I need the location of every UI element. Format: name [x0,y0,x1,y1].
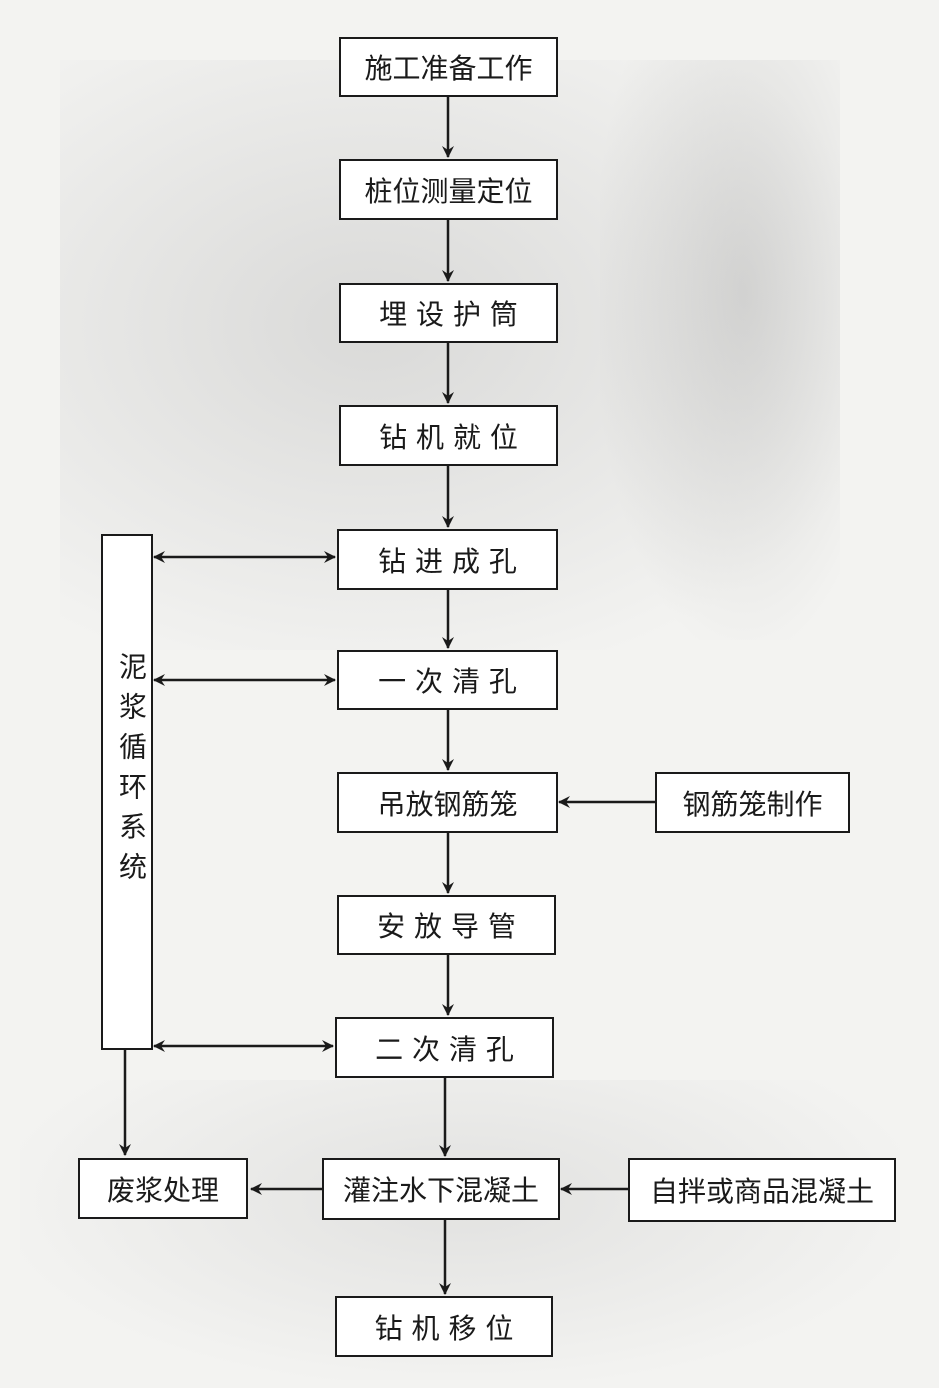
mud-system-label: 泥浆循环系统 [115,652,148,892]
step-rig-position: 钻 机 就 位 [339,405,558,466]
step-label: 一 次 清 孔 [378,665,517,698]
step-construction-prep: 施工准备工作 [339,37,558,97]
mud-circulation-system: 泥浆循环系统 [101,534,153,1050]
cage-fabrication: 钢筋笼制作 [655,772,850,833]
step-first-cleaning: 一 次 清 孔 [337,650,558,710]
waste-slurry-treatment: 废浆处理 [78,1158,248,1219]
step-label: 施工准备工作 [364,52,533,85]
step-pile-survey: 桩位测量定位 [339,159,558,220]
step-label: 二 次 清 孔 [375,1032,514,1066]
cage-label: 钢筋笼制作 [682,787,823,821]
concrete-source: 自拌或商品混凝土 [628,1158,896,1222]
step-label: 桩位测量定位 [364,174,533,208]
step-label: 安 放 导 管 [377,910,516,943]
waste-label: 废浆处理 [106,1173,219,1207]
step-rig-relocation: 钻 机 移 位 [335,1296,553,1357]
step-label: 钻 机 移 位 [374,1311,514,1345]
concrete-label: 自拌或商品混凝土 [649,1175,874,1208]
step-tremie-placement: 安 放 导 管 [337,895,556,955]
step-underwater-concreting: 灌注水下混凝土 [322,1158,560,1220]
step-drilling: 钻 进 成 孔 [337,529,558,590]
step-label: 埋 设 护 筒 [379,298,518,331]
step-label: 吊放钢筋笼 [377,787,518,821]
step-label: 钻 机 就 位 [379,420,518,454]
step-second-cleaning: 二 次 清 孔 [335,1017,554,1078]
step-label: 灌注水下混凝土 [342,1174,539,1207]
step-casing-install: 埋 设 护 筒 [339,283,558,343]
step-cage-lowering: 吊放钢筋笼 [337,772,558,833]
step-label: 钻 进 成 孔 [378,544,517,578]
